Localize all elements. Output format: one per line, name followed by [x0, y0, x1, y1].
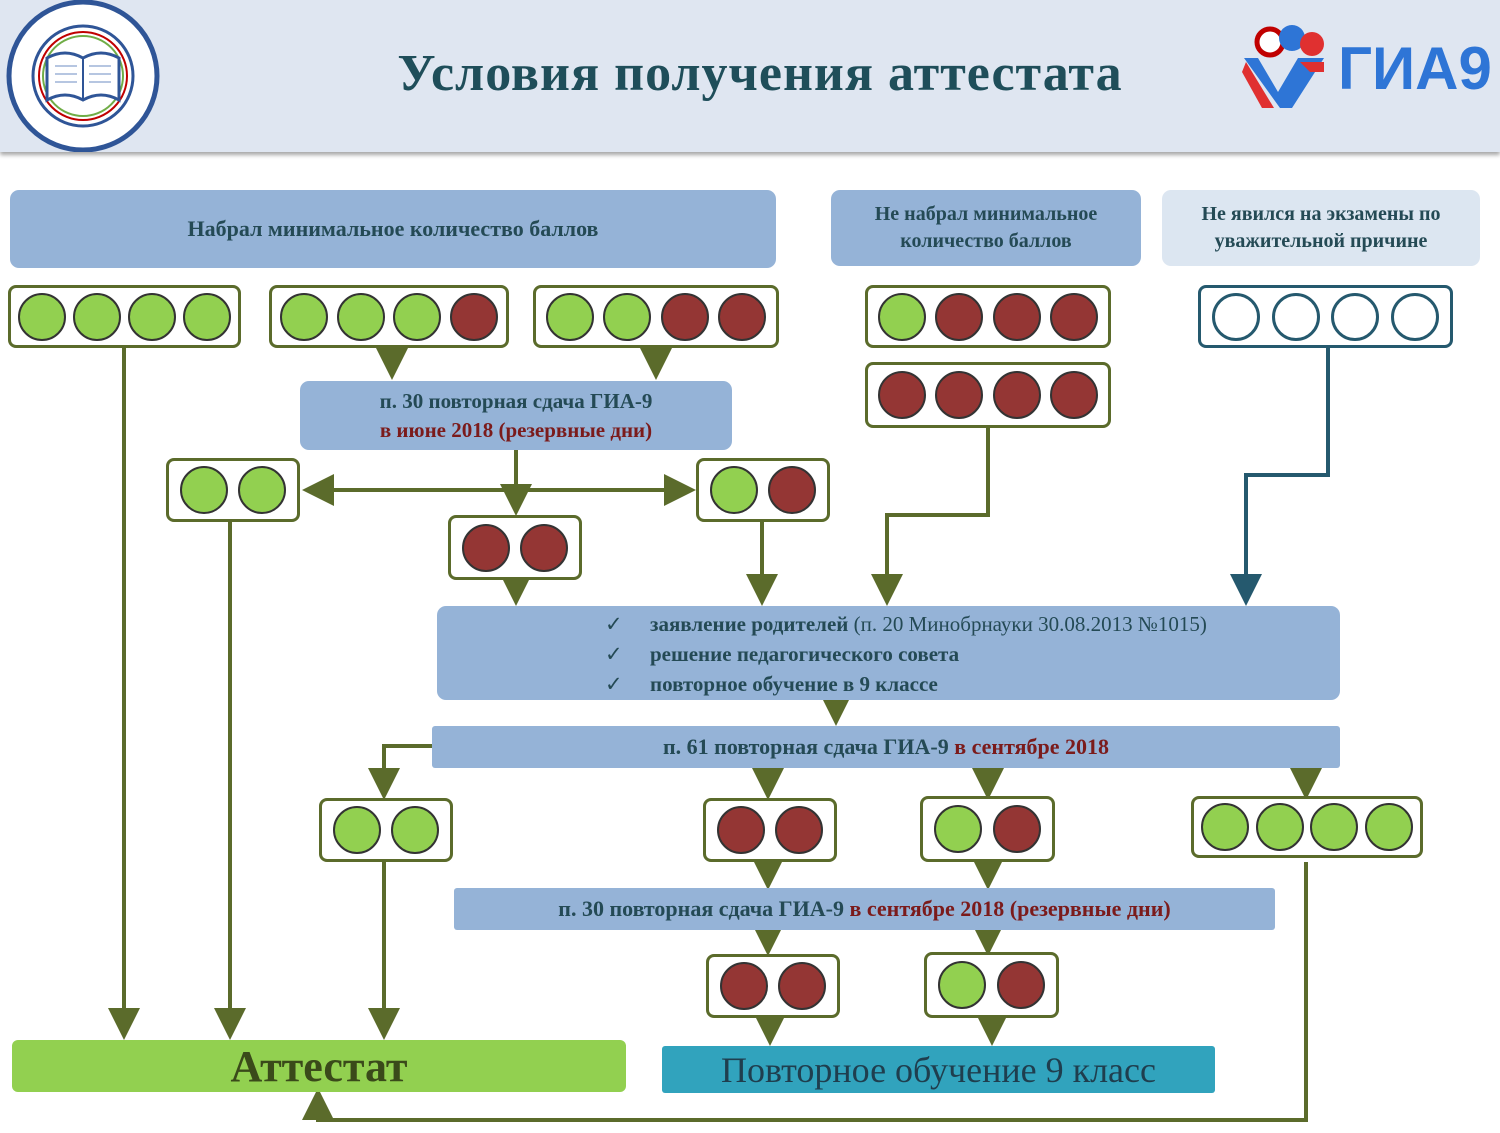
light-fail [775, 806, 824, 854]
gia9-logo [1242, 25, 1324, 108]
september-reserve-date: в сентябре 2018 (резервные дни) [849, 896, 1171, 922]
light-2-pass-sept [319, 798, 453, 862]
light-fail [461, 523, 510, 572]
result-certificate: Аттестат [12, 1040, 626, 1092]
light-absent [1390, 292, 1439, 341]
light-pass [238, 466, 287, 514]
september-retake-box: п. 61 повторная сдача ГИА-9 в сентябре 2… [432, 726, 1340, 768]
light-pass [73, 292, 121, 341]
light-pass [336, 292, 385, 341]
condition-text: заявление родителей [650, 612, 849, 636]
light-pass [938, 961, 986, 1009]
condition-item: ✓ заявление родителей (п. 20 Минобрнауки … [605, 609, 1207, 639]
light-absent [1271, 292, 1320, 341]
light-fail [935, 371, 984, 419]
light-4-pass [8, 285, 241, 348]
light-pass [1310, 803, 1359, 851]
september-retake-date: в сентябре 2018 [954, 734, 1109, 760]
light-pass [18, 292, 66, 341]
june-retake-line2: в июне 2018 (резервные дни) [379, 417, 653, 442]
light-pass [709, 466, 758, 514]
light-fail [660, 292, 709, 341]
light-fail [877, 371, 926, 419]
light-fail [1050, 371, 1099, 419]
light-pass [877, 292, 926, 341]
light-pass [393, 292, 442, 341]
light-fail [1050, 292, 1099, 341]
light-pass [1365, 803, 1414, 851]
light-pass [280, 292, 329, 341]
light-pass [934, 805, 982, 853]
result-repeat-year: Повторное обучение 9 класс [662, 1046, 1215, 1093]
light-pass [1200, 803, 1249, 851]
light-absent [1212, 292, 1261, 341]
light-1-pass-1-fail-reserve [924, 952, 1059, 1018]
condition-text: повторное обучение в 9 классе [650, 672, 938, 696]
conditions-list: ✓ заявление родителей (п. 20 Минобрнауки … [605, 609, 1207, 699]
light-fail [992, 292, 1041, 341]
light-absent [1331, 292, 1380, 341]
light-2-fail-june [448, 515, 582, 580]
light-2-fail-sept [703, 798, 837, 862]
light-pass [128, 292, 176, 341]
september-reserve-box: п. 30 повторная сдача ГИА-9 в сентябре 2… [454, 888, 1275, 930]
light-pass [183, 292, 231, 341]
light-fail [935, 292, 984, 341]
check-icon: ✓ [605, 672, 623, 696]
category-failed: Не набрал минимальное количество баллов [831, 190, 1141, 266]
light-fail [993, 805, 1041, 853]
june-retake-line1: п. 30 повторная сдача ГИА-9 [379, 389, 653, 414]
light-pass [545, 292, 594, 341]
light-fail [997, 961, 1045, 1009]
ministry-logo [6, 0, 160, 152]
check-icon: ✓ [605, 642, 623, 666]
june-retake-box: п. 30 повторная сдача ГИА-9 в июне 2018 … [300, 381, 732, 450]
light-2-pass-june [166, 458, 300, 522]
light-2-fail-reserve [706, 954, 840, 1018]
light-fail [449, 292, 498, 341]
gia9-logo-text: ГИА9 [1338, 35, 1492, 102]
light-1-pass-1-fail-june [696, 458, 830, 522]
condition-item: ✓ решение педагогического совета [605, 639, 1207, 669]
light-4-pass-sept [1191, 796, 1423, 858]
category-absent: Не явился на экзамены по уважительной пр… [1162, 190, 1480, 266]
category-passed: Набрал минимальное количество баллов [10, 190, 776, 268]
light-pass [391, 806, 440, 854]
light-4-absent [1198, 285, 1453, 348]
light-pass [332, 806, 381, 854]
condition-item: ✓ повторное обучение в 9 классе [605, 669, 1207, 699]
check-icon: ✓ [605, 612, 623, 636]
condition-note: (п. 20 Минобрнауки 30.08.2013 №1015) [848, 612, 1207, 636]
condition-text: решение педагогического совета [650, 642, 960, 666]
light-fail [520, 523, 569, 572]
light-3-pass-1-fail [269, 285, 509, 348]
light-pass [603, 292, 652, 341]
light-2-pass-2-fail [533, 285, 779, 348]
light-fail [716, 806, 765, 854]
light-fail [768, 466, 817, 514]
light-pass [179, 466, 228, 514]
september-retake-text: п. 61 повторная сдача ГИА-9 [663, 734, 955, 760]
page-title: Условия получения аттестата [397, 45, 1123, 102]
conditions-box [437, 606, 1340, 700]
light-fail [992, 371, 1041, 419]
light-fail [718, 292, 767, 341]
light-pass [1255, 803, 1304, 851]
september-reserve-text: п. 30 повторная сдача ГИА-9 [558, 896, 850, 922]
light-fail [778, 962, 827, 1010]
light-4-fail [865, 362, 1111, 428]
light-1-pass-1-fail-sept [920, 796, 1055, 862]
light-1-pass-3-fail [865, 285, 1111, 348]
light-fail [719, 962, 768, 1010]
